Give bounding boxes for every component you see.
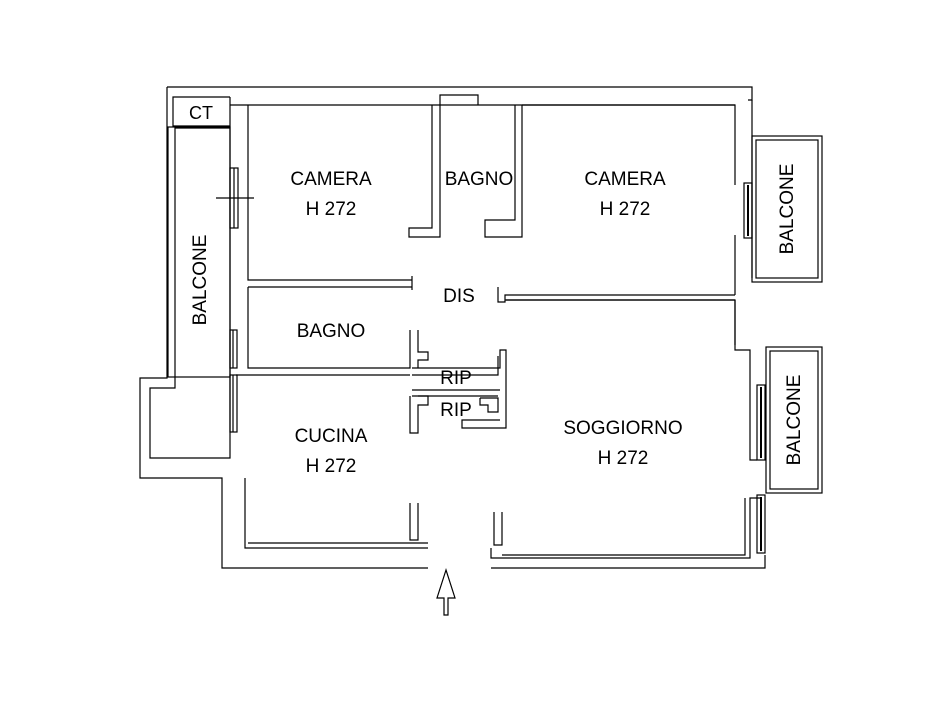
room-label-dis: DIS xyxy=(443,286,475,307)
room-height-cucina: H 272 xyxy=(306,456,357,477)
arrow-up-icon xyxy=(436,568,456,616)
room-label-ct: CT xyxy=(189,103,213,123)
room-label-balcone-left: BALCONE xyxy=(190,235,211,326)
room-label-bagno-top: BAGNO xyxy=(445,169,514,190)
room-height-camera-left: H 272 xyxy=(306,199,357,220)
room-label-soggiorno: SOGGIORNO xyxy=(563,418,682,439)
room-height-soggiorno: H 272 xyxy=(598,448,649,469)
room-label-balcone-right-top: BALCONE xyxy=(777,164,798,255)
room-label-cucina: CUCINA xyxy=(295,426,368,447)
room-label-rip-bottom: RIP xyxy=(440,400,472,421)
balcone-right-bottom-area xyxy=(765,346,823,494)
room-height-camera-right: H 272 xyxy=(600,199,651,220)
interior-walls xyxy=(236,94,746,556)
room-label-camera-left: CAMERA xyxy=(290,169,372,190)
room-label-rip-top: RIP xyxy=(440,368,472,389)
balcone-left-area xyxy=(167,126,231,378)
room-label-balcone-right-bottom: BALCONE xyxy=(784,375,805,466)
room-label-camera-right: CAMERA xyxy=(584,169,666,190)
room-label-bagno-mid: BAGNO xyxy=(297,321,366,342)
outer-walls xyxy=(139,86,766,569)
windows xyxy=(216,167,766,554)
